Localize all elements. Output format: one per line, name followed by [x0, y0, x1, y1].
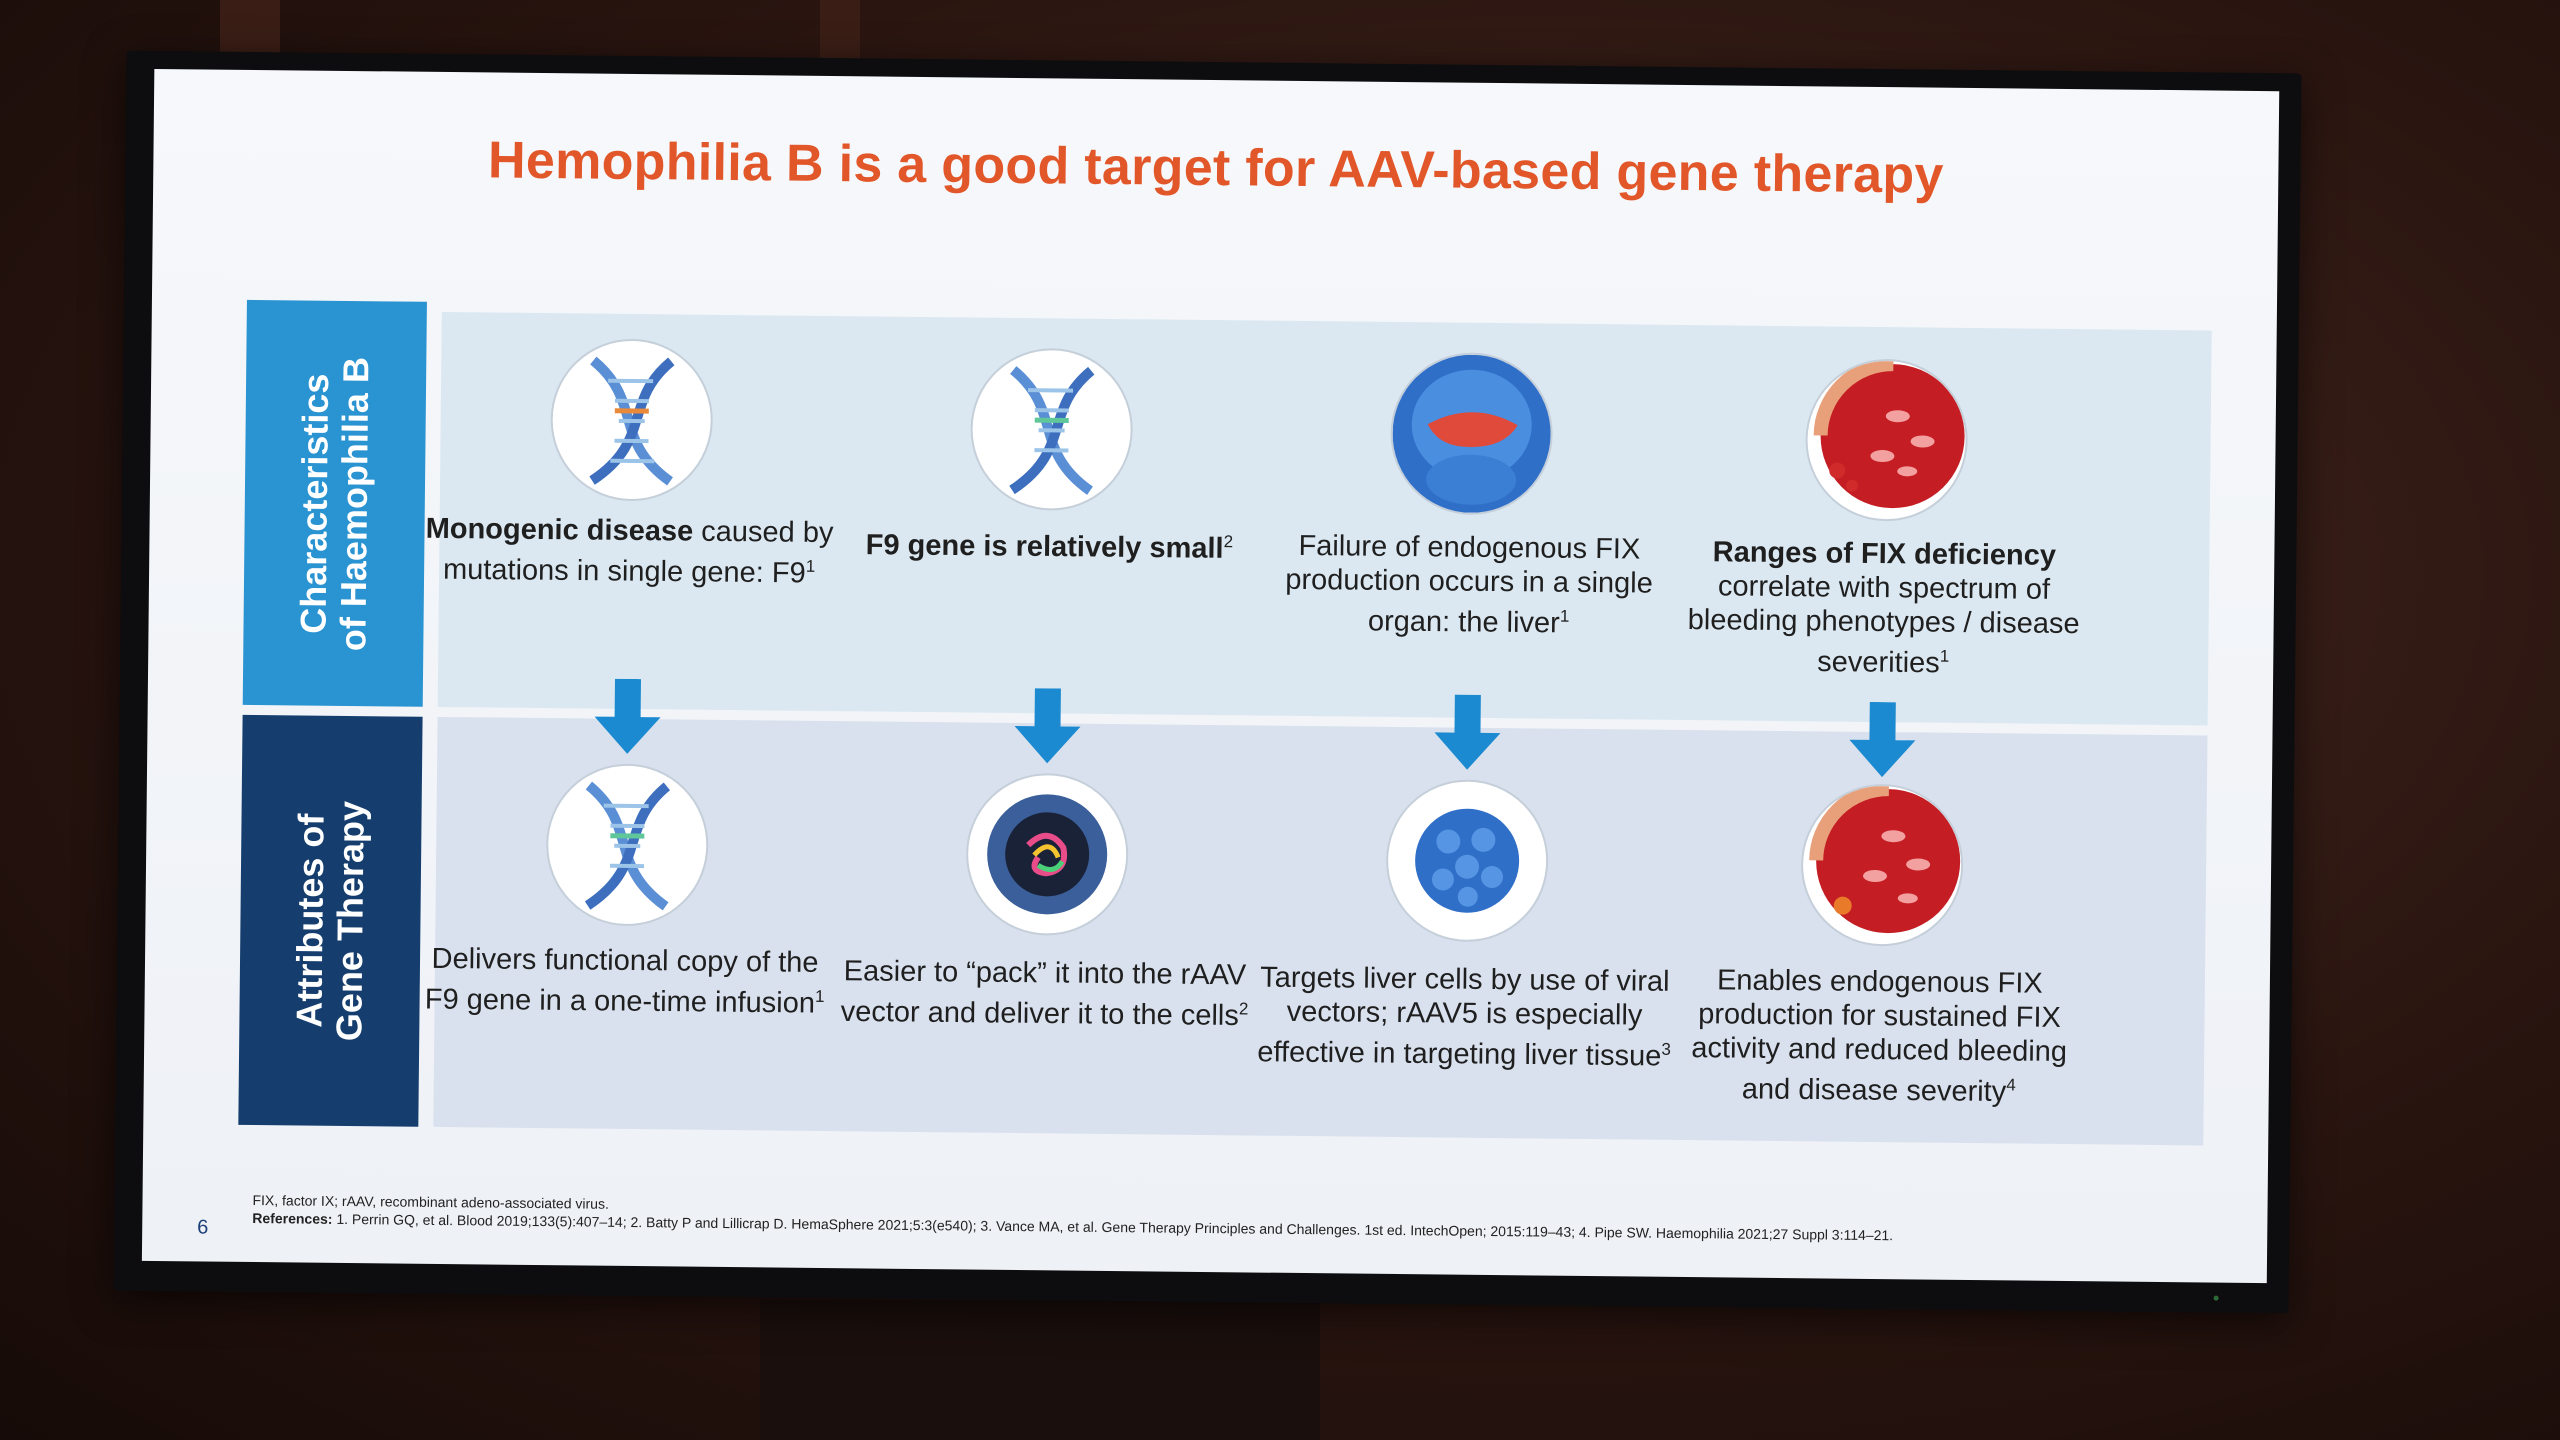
references-note: References: 1. Perrin GQ, et al. Blood 2… [252, 1210, 1893, 1243]
down-arrow-icon [594, 678, 661, 754]
abbreviations-note: FIX, factor IX; rAAV, recombinant adeno-… [252, 1192, 609, 1212]
attribute-3: Targets liver cells by use of viral vect… [1254, 961, 1675, 1074]
aav-capsid-gene-icon [965, 772, 1130, 937]
attribute-2-text: Easier to “pack” it into the rAAV vector… [840, 955, 1247, 1033]
characteristic-2-lead: F9 gene is relatively small [865, 529, 1224, 565]
references-text: 1. Perrin GQ, et al. Blood 2019;133(5):4… [336, 1210, 1894, 1244]
characteristic-4: Ranges of FIX deficiency correlate with … [1673, 535, 2094, 682]
tv-monitor: Hemophilia B is a good target for AAV-ba… [113, 50, 2302, 1314]
attribute-2-ref: 2 [1238, 999, 1249, 1019]
dna-helix-icon [545, 763, 710, 927]
attribute-3-text: Targets liver cells by use of viral vect… [1257, 961, 1670, 1073]
blood-cells-icon [1800, 783, 1964, 947]
attribute-1-ref: 1 [814, 986, 825, 1007]
characteristic-3-ref: 1 [1559, 606, 1570, 626]
characteristic-3-text: Failure of endogenous FIX production occ… [1285, 529, 1653, 640]
characteristic-3: Failure of endogenous FIX production occ… [1258, 529, 1679, 642]
attribute-4-ref: 4 [2006, 1075, 2016, 1095]
characteristic-1: Monogenic disease caused by mutations in… [419, 512, 840, 591]
attribute-2: Easier to “pack” it into the rAAV vector… [834, 954, 1255, 1033]
down-arrow-icon [1014, 688, 1081, 764]
characteristic-2: F9 gene is relatively small2 [839, 521, 1259, 566]
slide-screen: Hemophilia B is a good target for AAV-ba… [141, 68, 2280, 1284]
characteristic-1-ref: 1 [805, 556, 816, 576]
slide-title: Hemophilia B is a good target for AAV-ba… [487, 131, 1945, 205]
characteristic-2-ref: 2 [1223, 532, 1234, 552]
attribute-1-text: Delivers functional copy of the F9 gene … [424, 942, 819, 1020]
viral-vector-icon [1385, 778, 1549, 943]
tv-stand [760, 1300, 1320, 1440]
row-label-characteristics-text: Characteristics of Haemophilia B [292, 356, 377, 651]
characteristic-4-lead: Ranges of FIX deficiency [1712, 536, 2057, 572]
row-label-attributes: Attributes of Gene Therapy [238, 714, 423, 1127]
dna-helix-icon [969, 347, 1134, 512]
row-label-characteristics: Characteristics of Haemophilia B [242, 299, 427, 707]
liver-anatomy-icon [1389, 351, 1554, 516]
slide-page-number: 6 [197, 1216, 209, 1239]
characteristic-1-lead: Monogenic disease [425, 512, 694, 548]
attribute-4: Enables endogenous FIX production for su… [1669, 963, 2090, 1110]
power-led-icon [2213, 1295, 2219, 1301]
dna-helix-icon [549, 338, 714, 502]
attribute-1: Delivers functional copy of the F9 gene … [414, 942, 835, 1021]
blood-cells-icon [1804, 358, 1969, 522]
row-label-attributes-text: Attributes of Gene Therapy [288, 800, 372, 1042]
characteristic-4-text: correlate with spectrum of bleeding phen… [1687, 570, 2080, 680]
references-label: References: [252, 1210, 333, 1227]
characteristic-4-ref: 1 [1939, 646, 1950, 666]
down-arrow-icon [1434, 694, 1501, 770]
down-arrow-icon [1849, 701, 1916, 778]
